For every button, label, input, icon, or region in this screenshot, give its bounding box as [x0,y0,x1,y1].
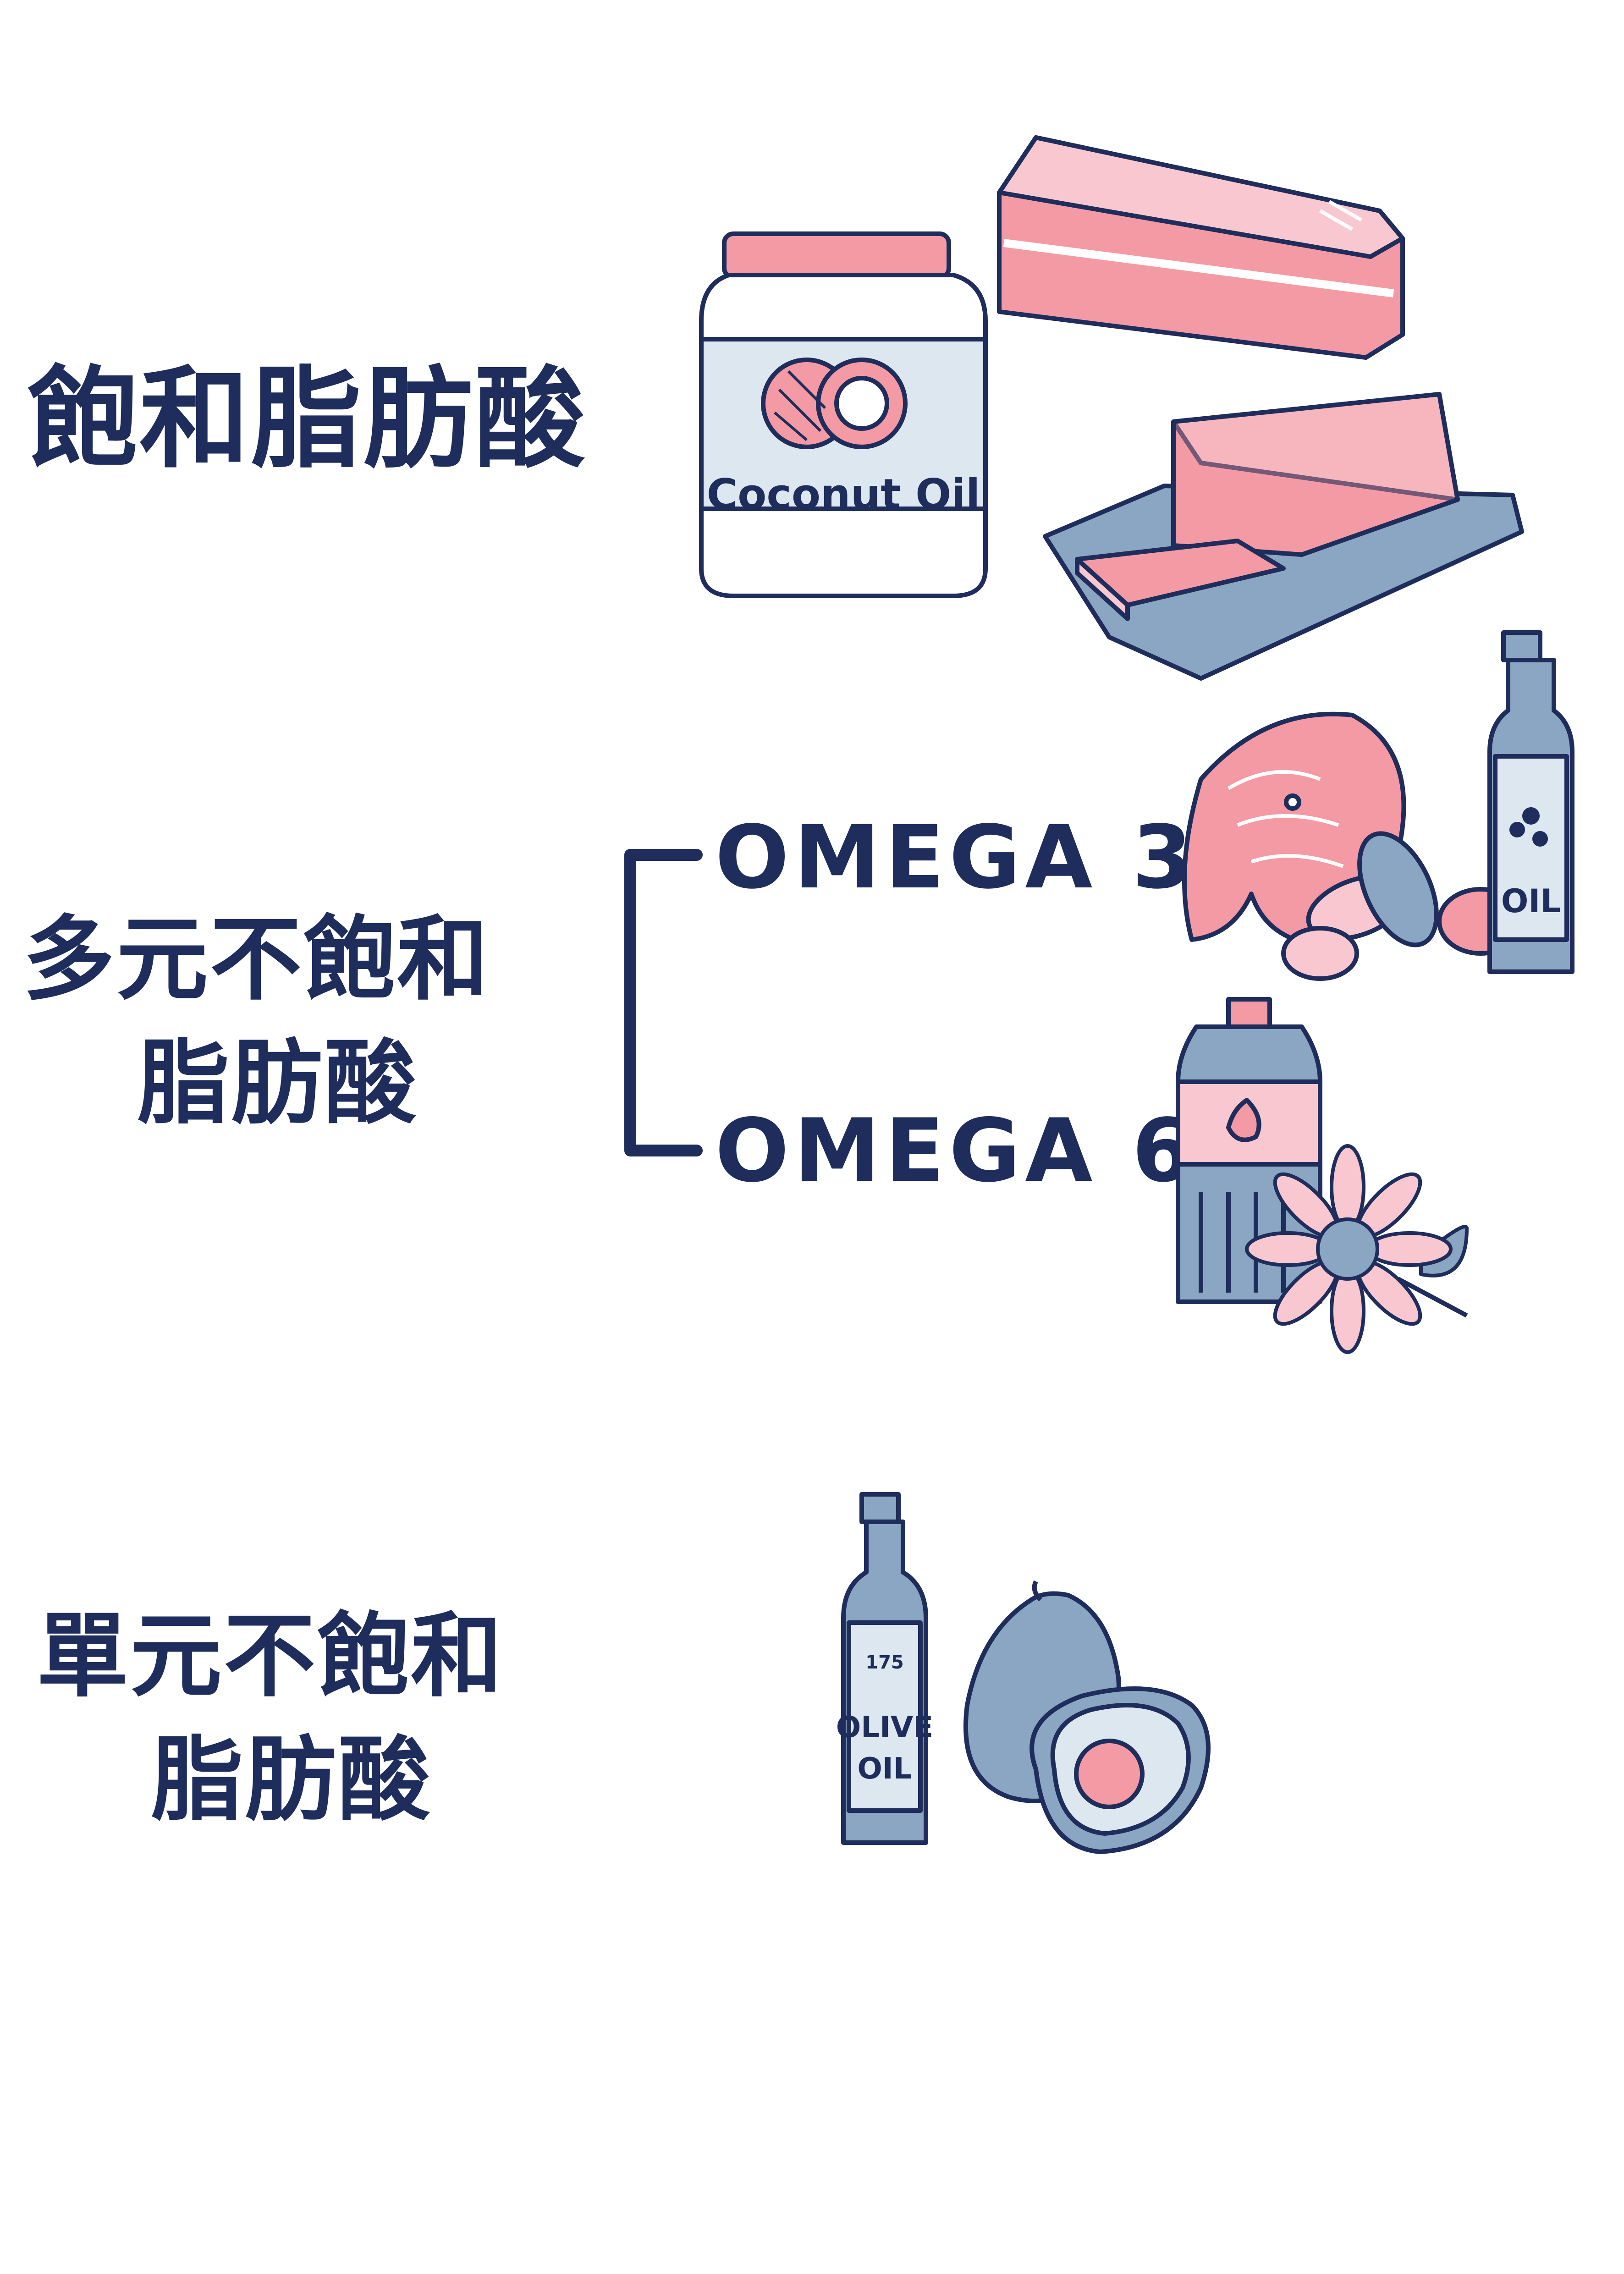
butter-block [1043,392,1524,681]
coconut-jar-label: Coconut Oil [707,470,980,519]
monounsaturated-fat-title-line2: 脂肪酸 [151,1727,432,1834]
polyunsaturated-fat-title-line1: 多元不飽和 [23,906,491,1013]
oil-bottle: OIL [1487,630,1574,974]
olive-bottle-label-line1: OLIVE [836,1711,933,1745]
saturated-fat-title: 飽和脂肪酸 [28,355,587,483]
omega-6-label: OMEGA 6 [715,1100,1197,1201]
pork-belly [997,135,1405,360]
sunflower-oil-bottle [1176,997,1322,1304]
oil-bottle-label: OIL [1501,882,1561,920]
omega-3-label: OMEGA 3 [715,807,1197,908]
polyunsaturated-fat-title-line2: 脂肪酸 [138,1030,418,1137]
monounsaturated-fat-title-line1: 單元不飽和 [37,1603,505,1710]
coconut-oil-jar: Coconut Oil [699,231,988,598]
bracket-connector [624,849,703,1156]
olive-oil-bottle: 175 OLIVE OIL [836,1492,933,1845]
sunflower [1245,1144,1469,1354]
avocado [963,1580,1211,1854]
olive-bottle-logo: 175 [865,1652,904,1673]
olive-bottle-label-line2: OIL [858,1752,912,1786]
